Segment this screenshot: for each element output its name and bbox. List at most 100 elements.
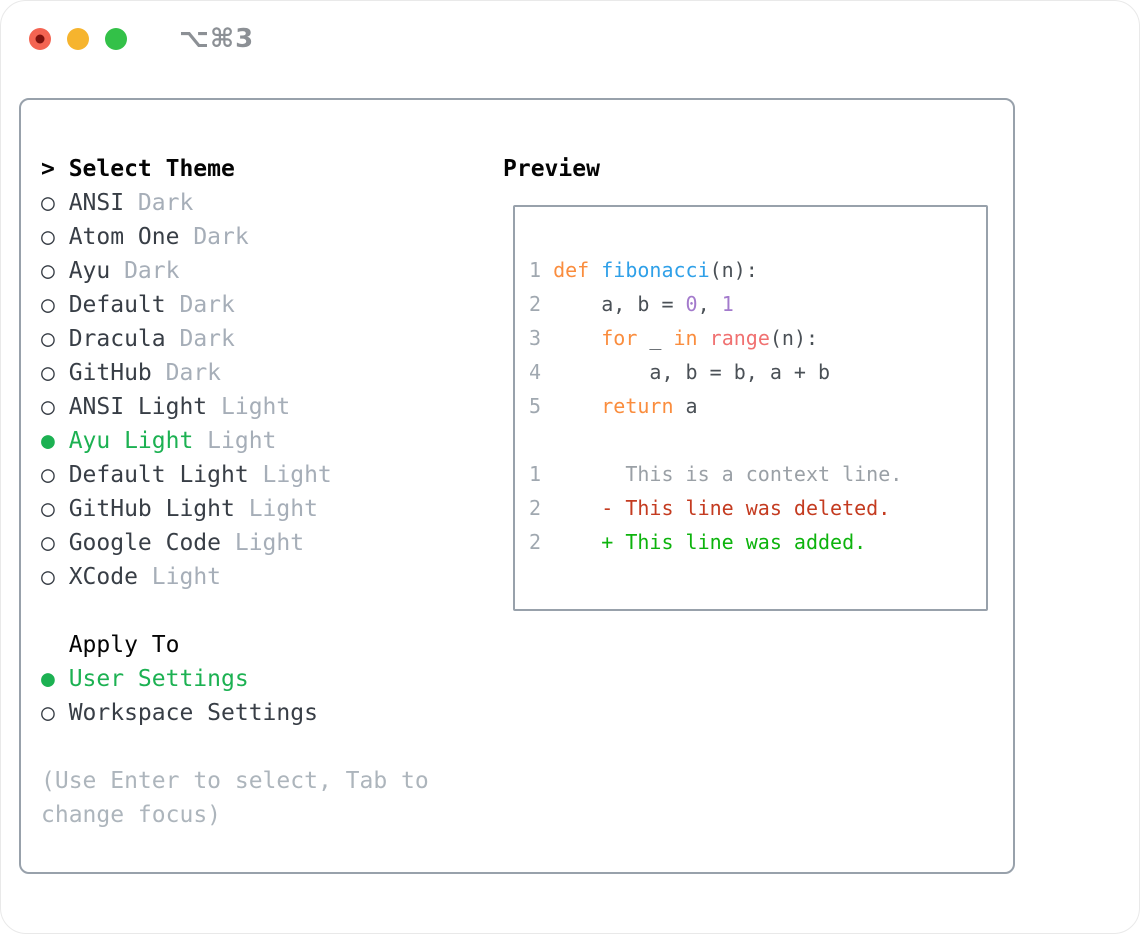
code-segment: in [673, 326, 698, 350]
code-segment: 1 [721, 292, 734, 316]
line-number: 2 [529, 530, 554, 554]
theme-item-google-code[interactable]: ○ Google Code Light [41, 526, 429, 560]
code-line: 5 return a [529, 389, 976, 423]
apply-to-label: Workspace Settings [68, 700, 318, 726]
theme-variant: Dark [179, 292, 235, 318]
caret-prompt-icon: > [41, 156, 55, 182]
apply-to-workspace-settings[interactable]: ○ Workspace Settings [41, 696, 429, 730]
diff-context-line: 1 This is a context line. [529, 457, 976, 491]
radio-unselected-icon: ○ [41, 530, 55, 556]
theme-item-ansi-dark[interactable]: ○ ANSI Dark [41, 186, 429, 220]
theme-variant: Light [248, 496, 318, 522]
theme-item-atom-one-dark[interactable]: ○ Atom One Dark [41, 220, 429, 254]
theme-item-ayu-dark[interactable]: ○ Ayu Dark [41, 254, 429, 288]
line-number: 1 [529, 258, 554, 282]
code-segment: fibonacci [601, 258, 710, 282]
theme-name: GitHub [68, 360, 152, 386]
theme-item-dracula-dark[interactable]: ○ Dracula Dark [41, 322, 429, 356]
preview-title: Preview [503, 156, 600, 182]
code-segment [553, 326, 601, 350]
code-segment: a, b = b, a + b [553, 360, 831, 384]
code-segment [589, 258, 601, 282]
theme-name: Ayu [68, 258, 111, 284]
code-segment: a, b = [553, 292, 686, 316]
code-segment: range [709, 326, 770, 350]
theme-name: Atom One [68, 224, 180, 250]
apply-to-header: Apply To [41, 628, 429, 662]
diff-text: + This line was added. [553, 530, 867, 554]
diff-text: - This line was deleted. [553, 496, 891, 520]
theme-name: GitHub Light [68, 496, 235, 522]
theme-variant: Light [234, 530, 305, 556]
theme-name: Default [68, 292, 166, 318]
maximize-button[interactable] [105, 28, 127, 50]
theme-variant: Dark [179, 326, 235, 352]
apply-to-title: Apply To [68, 632, 180, 658]
line-number: 5 [529, 394, 554, 418]
code-line: 3 for _ in range(n): [529, 321, 976, 355]
radio-selected-icon: ● [41, 428, 55, 454]
radio-unselected-icon: ○ [41, 564, 55, 590]
help-text-line2: change focus) [41, 802, 222, 828]
code-segment: 0 [685, 292, 698, 316]
window-title: ⌥⌘3 [179, 24, 255, 54]
apply-to-label: User Settings [68, 666, 249, 692]
theme-variant: Dark [124, 258, 180, 284]
theme-name: ANSI [68, 190, 125, 216]
code-line: 1 def fibonacci(n): [529, 253, 976, 287]
line-number: 2 [529, 292, 554, 316]
theme-variant: Dark [137, 190, 194, 216]
code-segment: a [673, 394, 698, 418]
radio-unselected-icon: ○ [41, 292, 55, 318]
diff-text: This is a context line. [553, 462, 903, 486]
radio-unselected-icon: ○ [41, 326, 55, 352]
theme-name: Google Code [68, 530, 222, 556]
theme-variant: Dark [165, 360, 222, 386]
theme-variant: Light [207, 428, 277, 454]
code-line: 2 a, b = 0, 1 [529, 287, 976, 321]
close-button[interactable] [29, 28, 51, 50]
radio-unselected-icon: ○ [41, 258, 55, 284]
line-number: 3 [529, 326, 554, 350]
preview-pane: 1 def fibonacci(n): 2 a, b = 0, 1 3 for … [513, 205, 988, 611]
theme-name: Dracula [68, 326, 166, 352]
radio-selected-icon: ● [41, 666, 55, 692]
code-segment: for [601, 326, 638, 350]
theme-variant: Light [262, 462, 332, 488]
minimize-button[interactable] [67, 28, 89, 50]
theme-name: XCode [68, 564, 138, 590]
theme-item-default-dark[interactable]: ○ Default Dark [41, 288, 429, 322]
radio-unselected-icon: ○ [41, 496, 55, 522]
line-number: 4 [529, 360, 554, 384]
radio-unselected-icon: ○ [41, 700, 55, 726]
code-line: 4 a, b = b, a + b [529, 355, 976, 389]
unsaved-dot-icon [35, 34, 45, 44]
theme-variant: Light [221, 394, 291, 420]
code-segment [698, 326, 710, 350]
titlebar: ⌥⌘3 [29, 24, 255, 54]
code-segment: (n): [709, 258, 758, 282]
diff-deleted-line: 2 - This line was deleted. [529, 491, 976, 525]
theme-name: Ayu Light [68, 428, 194, 454]
theme-item-github-light[interactable]: ○ GitHub Light Light [41, 492, 429, 526]
help-text-line1: (Use Enter to select, Tab to [41, 768, 429, 794]
blank-line [529, 423, 976, 457]
radio-unselected-icon: ○ [41, 190, 55, 216]
theme-variant: Dark [193, 224, 249, 250]
apply-to-user-settings[interactable]: ● User Settings [41, 662, 429, 696]
radio-unselected-icon: ○ [41, 394, 55, 420]
radio-unselected-icon: ○ [41, 224, 55, 250]
line-number: 1 [529, 462, 554, 486]
select-theme-header: > Select Theme [41, 152, 429, 186]
code-segment: def [553, 258, 590, 282]
line-number: 2 [529, 496, 554, 520]
select-theme-title: Select Theme [68, 156, 235, 182]
theme-item-ayu-light[interactable]: ● Ayu Light Light [41, 424, 429, 458]
